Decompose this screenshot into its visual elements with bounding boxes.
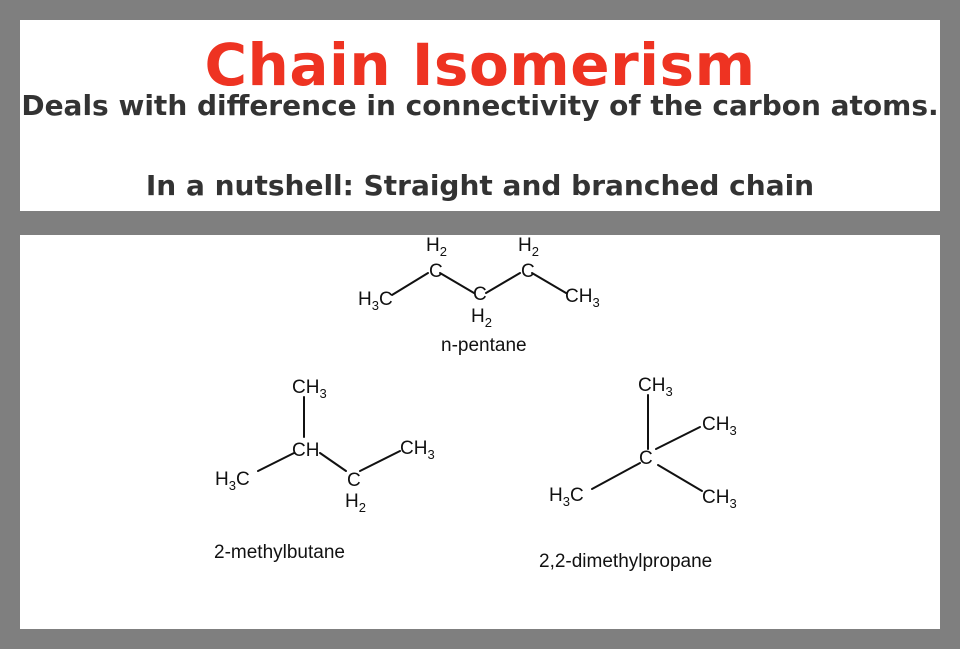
atom-label: CH (292, 440, 319, 461)
atom-label: C (473, 284, 487, 305)
atom-label: H3C (215, 469, 250, 493)
atom-label: H2 (471, 306, 492, 330)
structures-diagram: H3C H2 C C H2 H2 C CH3 n-pentane CH3 CH … (214, 235, 737, 572)
bond (391, 272, 429, 296)
structures-panel: H3C H2 C C H2 H2 C CH3 n-pentane CH3 CH … (20, 235, 940, 629)
2-2-dimethylpropane-structure: CH3 CH3 C H3C CH3 2,2-dimethylpropane (539, 375, 737, 572)
atom-label: C (639, 448, 653, 469)
bond (655, 426, 701, 450)
atom-label: CH3 (702, 414, 737, 438)
bond (439, 272, 475, 294)
atom-label: CH3 (638, 375, 673, 399)
bond (319, 452, 347, 472)
atom-label: H2 (518, 235, 539, 259)
description-line: Deals with difference in connectivity of… (21, 89, 939, 122)
atom-label: C (347, 470, 361, 491)
bond (359, 450, 401, 472)
compound-name: n-pentane (441, 335, 527, 356)
atom-label: CH3 (702, 487, 737, 511)
atom-label: CH3 (565, 286, 600, 310)
header-panel: Chain Isomerism Deals with difference in… (20, 20, 940, 211)
compound-name: 2,2-dimethylpropane (539, 551, 712, 572)
atom-label: C (429, 261, 443, 282)
bond (657, 464, 703, 492)
atom-label: C (521, 261, 535, 282)
bond (591, 462, 641, 490)
compound-name: 2-methylbutane (214, 542, 345, 563)
bond (531, 272, 567, 294)
atom-label: H2 (426, 235, 447, 259)
n-pentane-structure: H3C H2 C C H2 H2 C CH3 n-pentane (358, 235, 600, 356)
atom-label: CH3 (292, 377, 327, 401)
bond (485, 272, 521, 294)
bond (257, 452, 295, 472)
atom-label: H2 (345, 491, 366, 515)
atom-label: H3C (358, 289, 393, 313)
summary-line: In a nutshell: Straight and branched cha… (145, 169, 815, 202)
atom-label: CH3 (400, 438, 435, 462)
page-title: Chain Isomerism (204, 31, 756, 99)
atom-label: H3C (549, 485, 584, 509)
2-methylbutane-structure: CH3 CH H3C C H2 CH3 2-methylbutane (214, 377, 435, 563)
